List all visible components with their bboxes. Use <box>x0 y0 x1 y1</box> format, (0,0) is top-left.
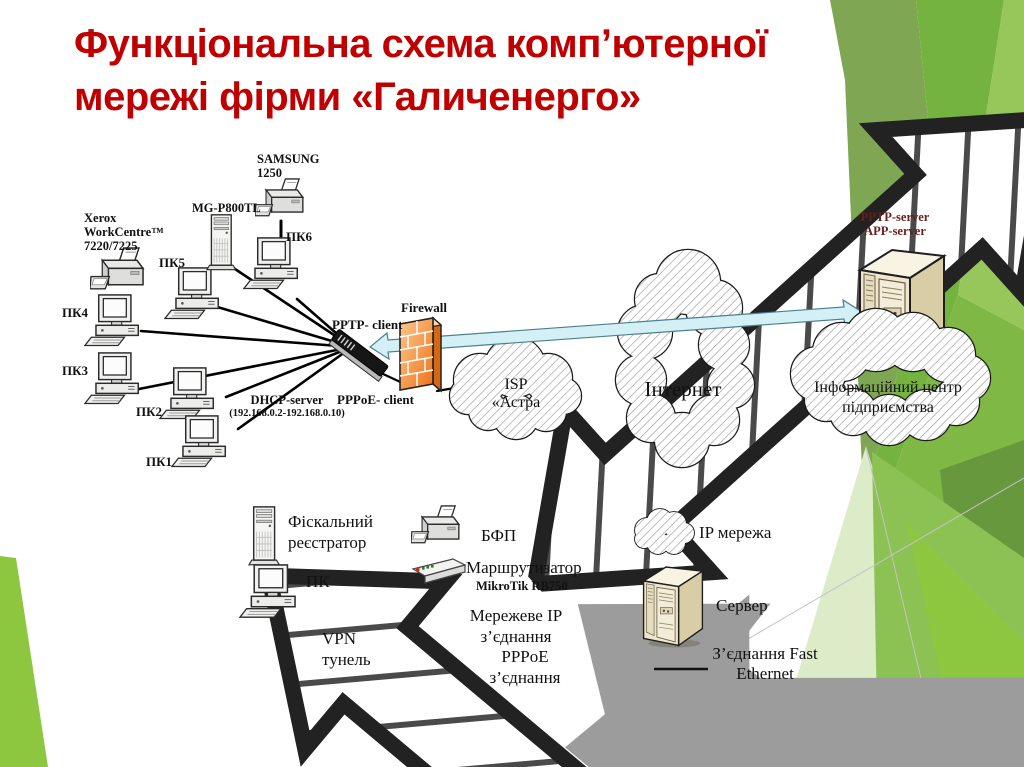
ethernet-lines <box>114 219 474 431</box>
legend-fiscal-icon <box>248 506 281 566</box>
pc4-label: ПК4 <box>62 305 89 320</box>
pc1-icon <box>171 415 227 468</box>
firewall-icon <box>398 316 443 393</box>
isp-cloud-label: ISP«Астра <box>491 376 541 411</box>
samsung-printer-icon <box>255 178 304 217</box>
mg-label: MG-P800TL <box>192 201 261 215</box>
info-center-cloud <box>789 307 992 447</box>
internet-cloud <box>614 248 756 469</box>
legend-ip-network-cloud <box>634 508 695 555</box>
pppoe-client-label: PPPoE- client <box>337 392 414 407</box>
legend-router-icon <box>411 558 467 584</box>
page-title: Функціональна схема комп’ютерної мережі … <box>74 22 768 119</box>
pc3-label: ПК3 <box>62 363 89 378</box>
legend-pc-label: ПК <box>306 572 330 591</box>
xerox-printer-icon <box>90 247 144 290</box>
pc2-icon <box>159 367 215 420</box>
pc4-icon <box>84 294 140 347</box>
legend-router-model-label: MikroTik RB750 <box>476 579 568 593</box>
pptp-client-label: PPTP- client <box>332 317 403 332</box>
pc1-label: ПК1 <box>146 454 173 469</box>
legend-server-label: Сервер <box>716 596 768 615</box>
pc6-icon <box>243 237 299 290</box>
router-icon <box>328 329 389 382</box>
isp-cloud <box>448 335 583 441</box>
pc5-label: ПК5 <box>159 255 186 270</box>
mg-tower-icon <box>206 214 237 271</box>
firewall-label: Firewall <box>401 300 447 315</box>
legend-bfp-icon <box>411 505 460 544</box>
pc5-icon <box>164 267 220 320</box>
legend-bfp-label: БФП <box>481 526 517 545</box>
pc2-label: ПК2 <box>136 404 163 419</box>
pc6-label: ПК6 <box>286 229 313 244</box>
legend-router-label: Маршрутизатор <box>466 558 582 577</box>
pc3-icon <box>84 352 140 405</box>
legend-ip-network-label: IP мережа <box>699 523 772 542</box>
legend-server-icon <box>642 566 704 649</box>
corner-wedge <box>0 556 48 767</box>
dhcp-label: DHCP-server(192.168.0.2-192.168.0.10) <box>229 393 345 420</box>
internet-cloud-label: Інтернет <box>644 377 722 401</box>
